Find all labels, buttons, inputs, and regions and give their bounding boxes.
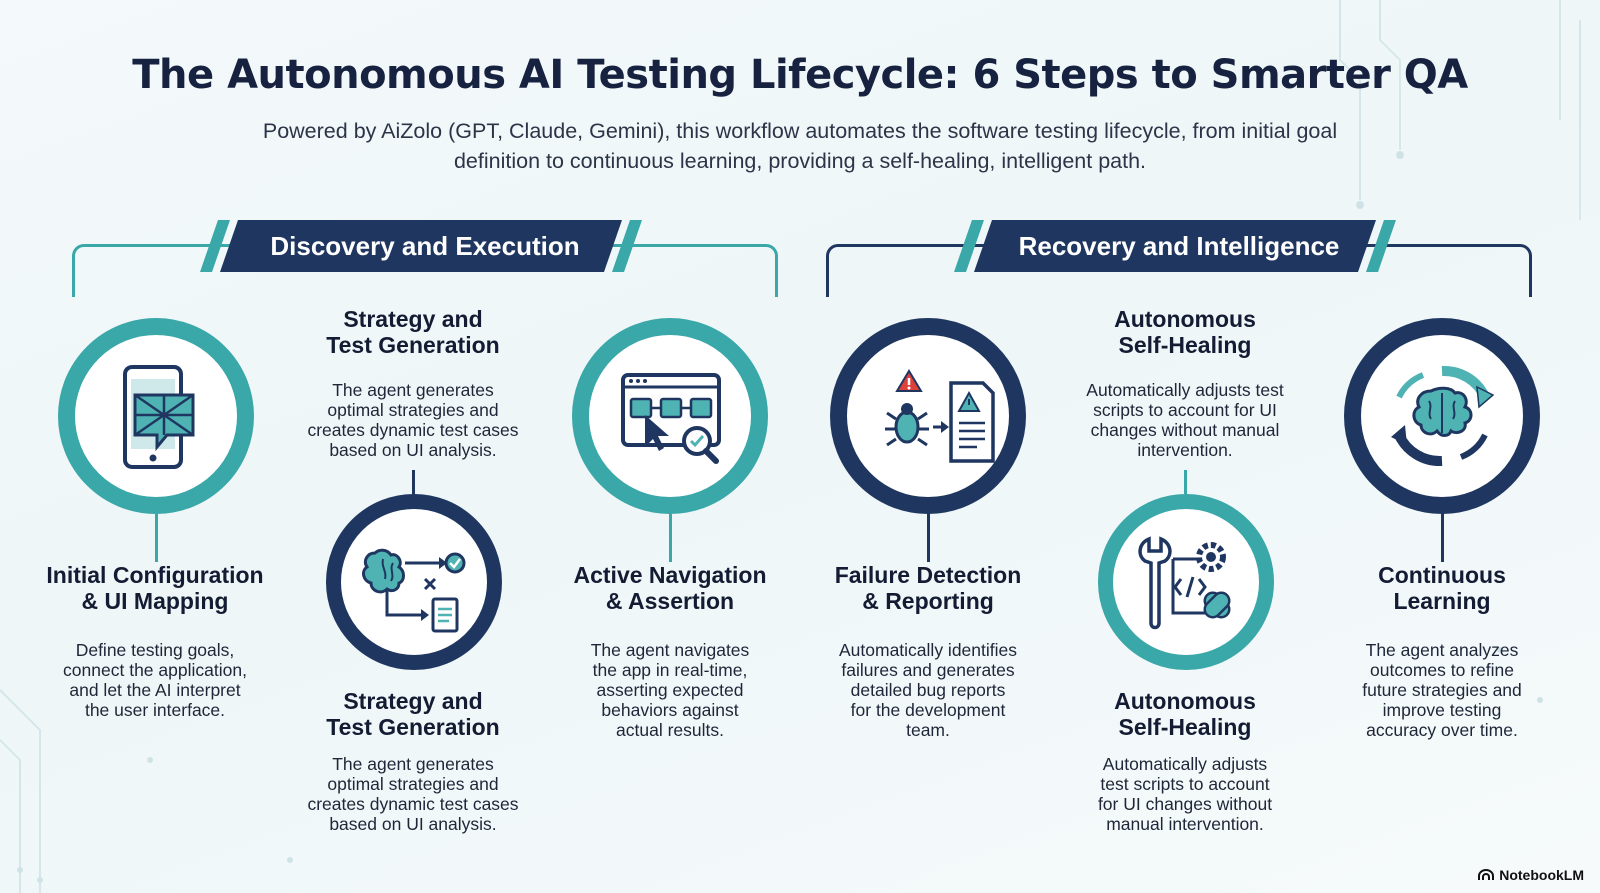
step6-heading-line1: Continuous <box>1378 562 1506 588</box>
recovery-section-banner: Recovery and Intelligence <box>954 220 1404 272</box>
step6-circle <box>1344 318 1540 514</box>
step2-circle <box>326 494 502 670</box>
page-title: The Autonomous AI Testing Lifecycle: 6 S… <box>132 52 1468 98</box>
step6-description: The agent analyzes outcomes to refine fu… <box>1307 640 1577 740</box>
step4-desc-line: for the development <box>850 700 1006 720</box>
step3-heading-line2: & Assertion <box>605 588 735 614</box>
step6-desc-line: future strategies and <box>1362 680 1522 700</box>
step4-desc-line: detailed bug reports <box>850 680 1006 700</box>
step6-desc-line: The agent analyzes <box>1365 640 1519 660</box>
step3-desc-line: behaviors against <box>601 700 739 720</box>
step2-connector <box>412 470 415 494</box>
step5-desc-top-line: changes without manual <box>1090 420 1280 440</box>
step5-circle <box>1098 494 1274 670</box>
step4-circle <box>830 318 1026 514</box>
step1-heading-line1: Initial Configuration <box>46 562 264 588</box>
step3-desc-line: actual results. <box>616 720 724 740</box>
step3-connector <box>669 500 672 562</box>
step5-description-top: Automatically adjusts test scripts to ac… <box>1050 380 1320 460</box>
step5-desc-top-line: scripts to account for UI <box>1093 400 1277 420</box>
step3-heading: Active Navigation & Assertion <box>535 562 805 614</box>
page-subtitle: Powered by AiZolo (GPT, Claude, Gemini),… <box>200 116 1400 176</box>
step2-desc-bottom-line: optimal strategies and <box>327 774 499 794</box>
step2-heading-top-line2: Test Generation <box>326 332 500 358</box>
step5-desc-bottom-line: Automatically adjusts <box>1102 754 1268 774</box>
step4-desc-line: team. <box>906 720 950 740</box>
step6-desc-line: improve testing <box>1382 700 1502 720</box>
step2-desc-top-line: optimal strategies and <box>327 400 499 420</box>
step2-description-top: The agent generates optimal strategies a… <box>278 380 548 460</box>
step6-connector <box>1441 500 1444 562</box>
step2-desc-bottom-line: creates dynamic test cases <box>307 794 519 814</box>
step1-desc-line: Define testing goals, <box>75 640 235 660</box>
step4-connector <box>927 500 930 562</box>
step5-heading-bottom-line2: Self-Healing <box>1118 714 1252 740</box>
step2-heading-top: Strategy and Test Generation <box>278 306 548 358</box>
step5-desc-top-line: Automatically adjusts test <box>1086 380 1284 400</box>
discovery-section-banner: Discovery and Execution <box>200 220 650 272</box>
step4-desc-line: failures and generates <box>841 660 1015 680</box>
step3-desc-line: The agent navigates <box>590 640 750 660</box>
step5-desc-bottom-line: test scripts to account <box>1100 774 1270 794</box>
brain-flow-icon <box>362 548 466 633</box>
notebooklm-watermark: NotebookLM <box>1478 867 1584 883</box>
step2-desc-top-line: The agent generates <box>332 380 494 400</box>
step5-description-bottom: Automatically adjusts test scripts to ac… <box>1050 754 1320 834</box>
step3-description: The agent navigates the app in real-time… <box>535 640 805 740</box>
step2-heading-bottom-line2: Test Generation <box>326 714 500 740</box>
step2-desc-top-line: creates dynamic test cases <box>307 420 519 440</box>
step3-circle <box>572 318 768 514</box>
step1-desc-line: connect the application, <box>63 660 247 680</box>
step1-connector <box>155 500 158 562</box>
step4-heading-line1: Failure Detection <box>834 562 1022 588</box>
step2-heading-bottom-line1: Strategy and <box>343 688 483 714</box>
step1-heading: Initial Configuration & UI Mapping <box>20 562 290 614</box>
step1-desc-line: and let the AI interpret <box>69 680 241 700</box>
step2-desc-top-line: based on UI analysis. <box>329 440 497 460</box>
recovery-banner-shape <box>954 220 1396 272</box>
step4-heading-line2: & Reporting <box>862 588 994 614</box>
step6-desc-line: outcomes to refine <box>1370 660 1514 680</box>
step3-heading-line1: Active Navigation <box>573 562 767 588</box>
step4-description: Automatically identifies failures and ge… <box>793 640 1063 740</box>
step2-heading-top-line1: Strategy and <box>343 306 483 332</box>
discovery-banner-shape <box>200 220 642 272</box>
step5-connector <box>1184 470 1187 494</box>
step5-desc-bottom-line: manual intervention. <box>1106 814 1264 834</box>
notebooklm-logo-icon <box>1478 869 1495 880</box>
step3-desc-line: asserting expected <box>596 680 744 700</box>
step5-heading-top: Autonomous Self-Healing <box>1050 306 1320 358</box>
recovery-section-title: Recovery and Intelligence <box>1018 231 1340 261</box>
brain-cycle-icon <box>1391 365 1495 467</box>
step5-desc-bottom-line: for UI changes without <box>1097 794 1273 814</box>
step5-heading-top-line1: Autonomous <box>1114 306 1256 332</box>
step5-heading-bottom: Autonomous Self-Healing <box>1050 688 1320 740</box>
mobile-map-icon <box>123 365 195 469</box>
step6-desc-line: accuracy over time. <box>1366 720 1518 740</box>
step4-heading: Failure Detection & Reporting <box>793 562 1063 614</box>
subtitle-line-1: Powered by AiZolo (GPT, Claude, Gemini),… <box>262 119 1338 143</box>
step5-heading-top-line2: Self-Healing <box>1118 332 1252 358</box>
discovery-section-title: Discovery and Execution <box>270 231 580 261</box>
step2-desc-bottom-line: based on UI analysis. <box>329 814 497 834</box>
step1-circle <box>58 318 254 514</box>
browser-search-icon <box>621 373 721 464</box>
step2-description-bottom: The agent generates optimal strategies a… <box>278 754 548 834</box>
step2-heading-bottom: Strategy and Test Generation <box>278 688 548 740</box>
step6-heading-line2: Learning <box>1393 588 1491 614</box>
step3-desc-line: the app in real-time, <box>592 660 748 680</box>
bug-report-icon <box>885 369 995 463</box>
step4-desc-line: Automatically identifies <box>839 640 1017 660</box>
step5-desc-top-line: intervention. <box>1137 440 1233 460</box>
step1-desc-line: the user interface. <box>84 700 226 720</box>
subtitle-line-2: definition to continuous learning, provi… <box>453 149 1147 173</box>
notebooklm-label: NotebookLM <box>1499 867 1584 883</box>
wrench-code-icon <box>1138 536 1231 630</box>
step2-desc-bottom-line: The agent generates <box>332 754 494 774</box>
step1-description: Define testing goals, connect the applic… <box>20 640 290 720</box>
step5-heading-bottom-line1: Autonomous <box>1114 688 1256 714</box>
step6-heading: Continuous Learning <box>1307 562 1577 614</box>
step1-heading-line2: & UI Mapping <box>81 588 229 614</box>
